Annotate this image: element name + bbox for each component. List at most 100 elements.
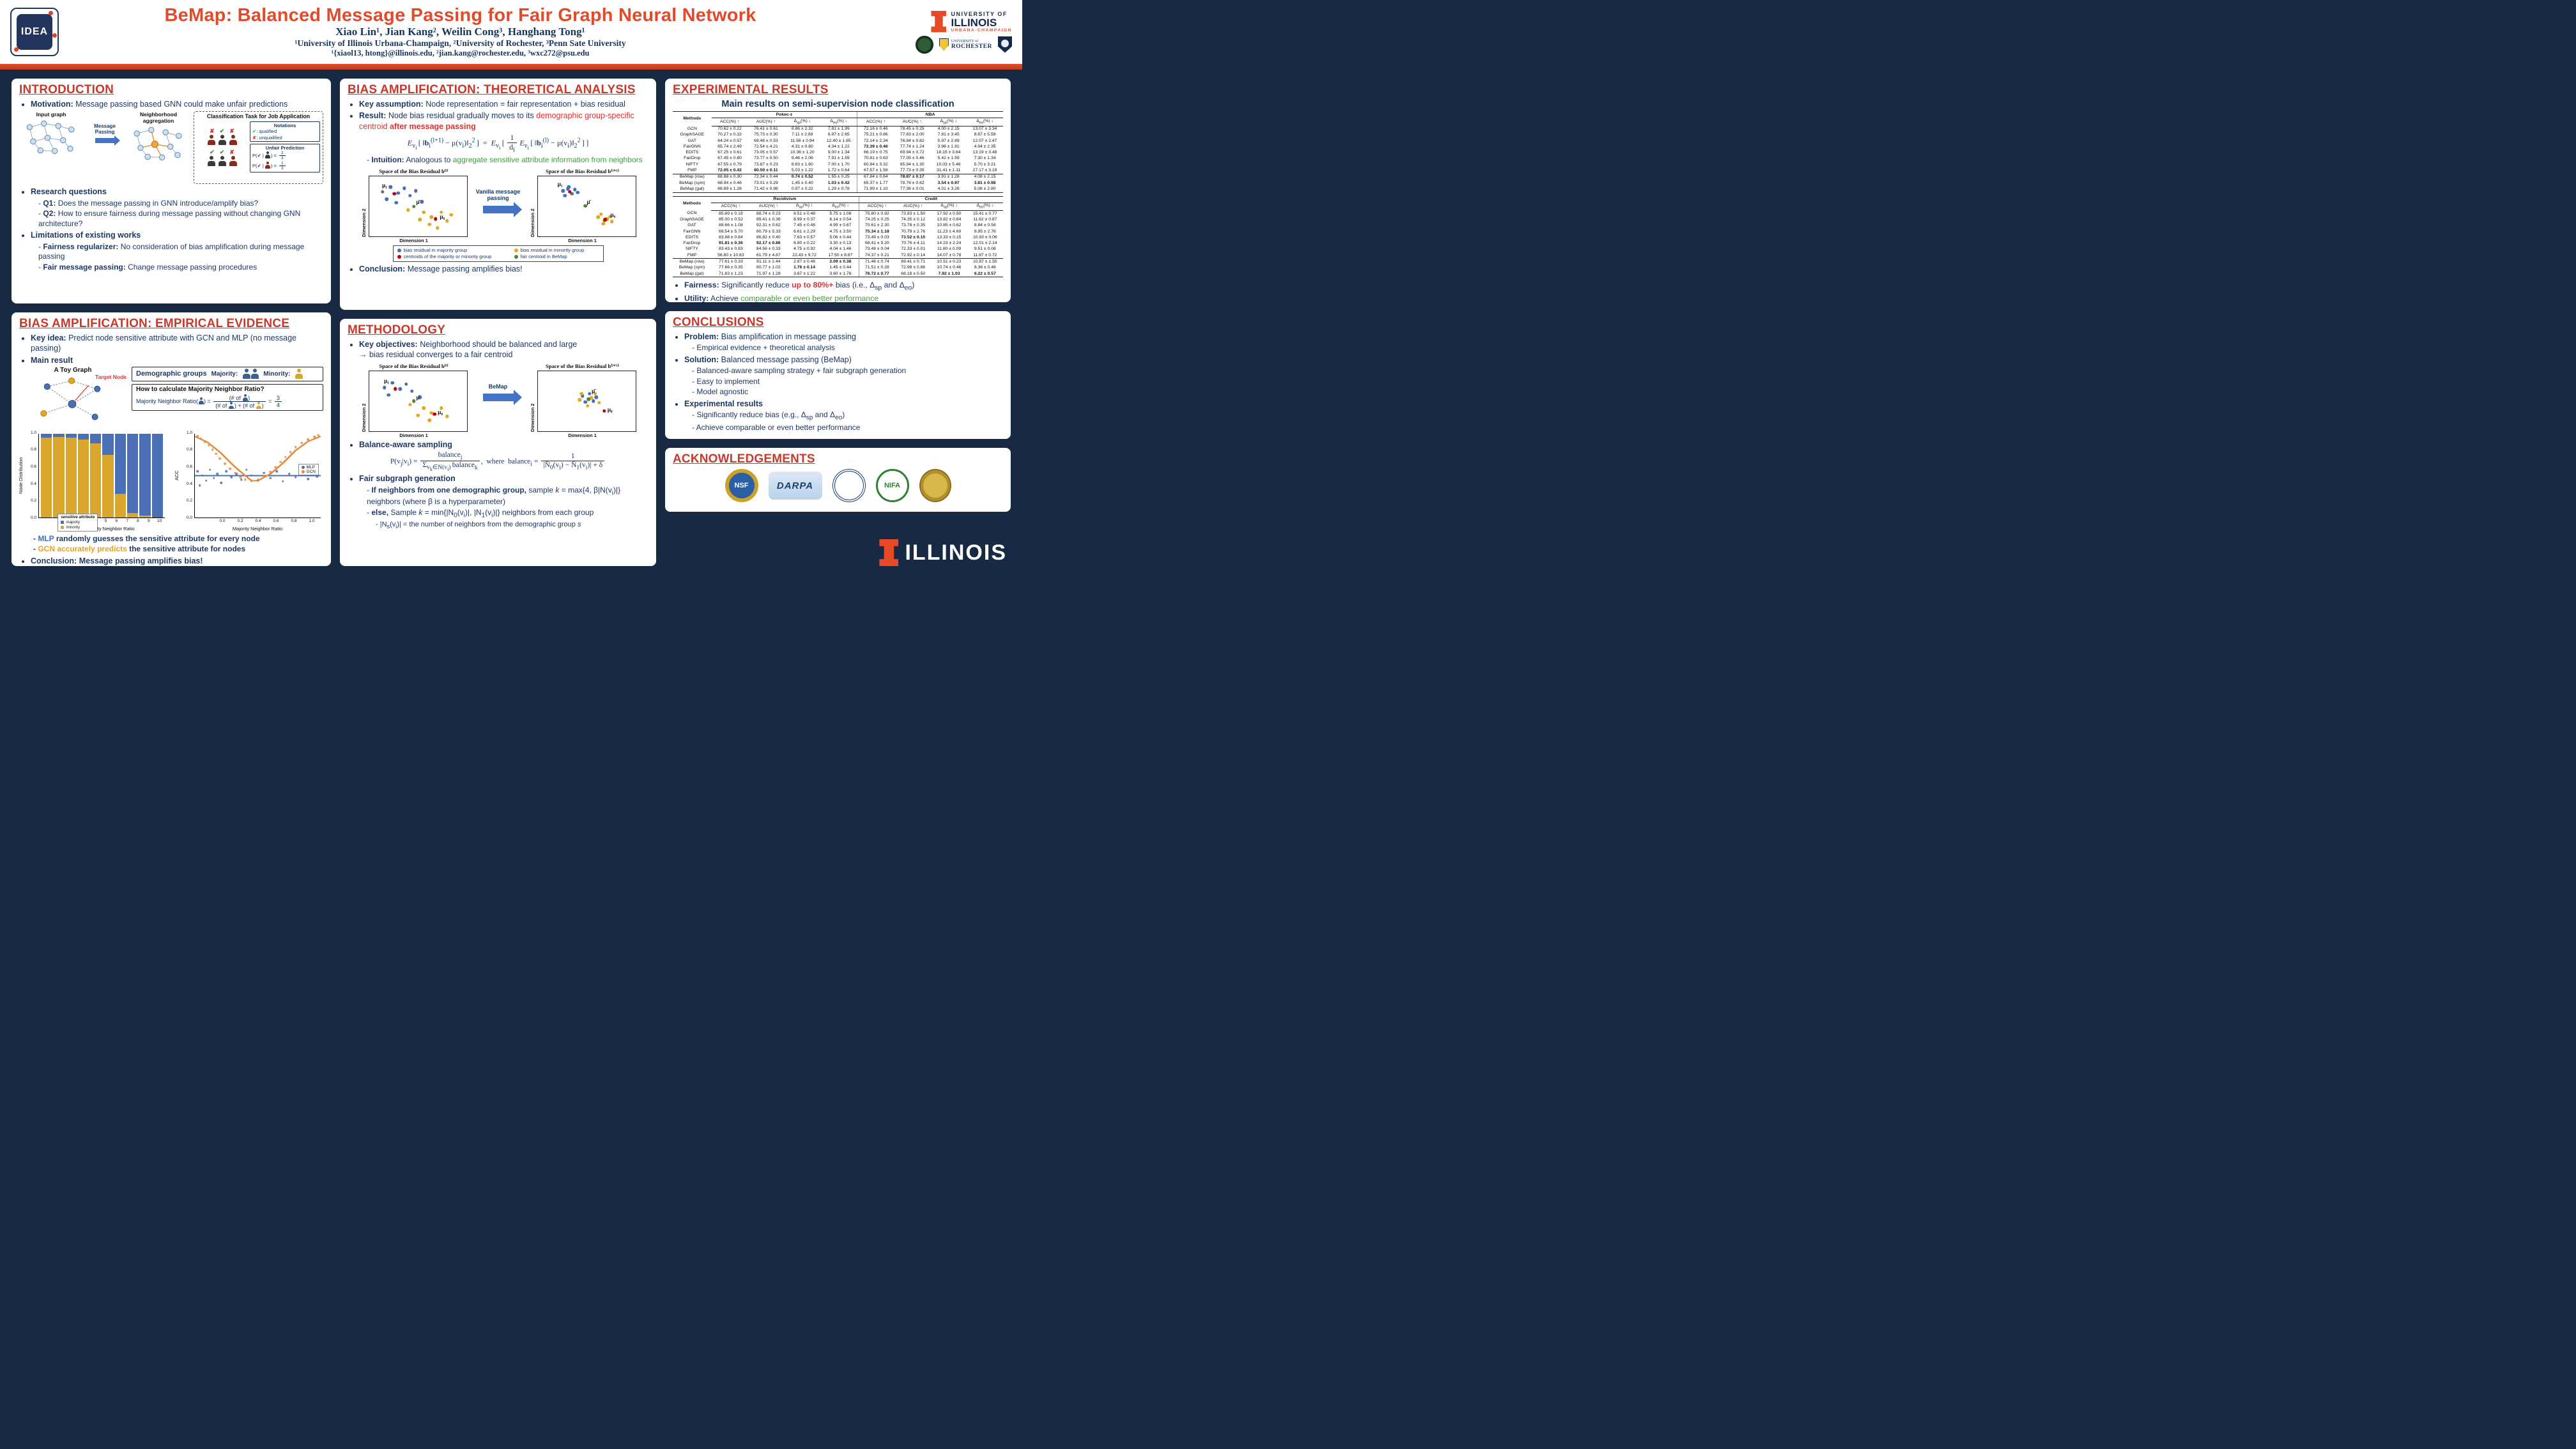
table-cell: 70.79 ± 2.76	[901, 229, 926, 234]
table-cell: 78.45 ± 0.25	[900, 126, 924, 132]
table-cell: BeMap (gat)	[673, 186, 712, 193]
subgraph-note: |Ns(vi)| = the number of neighbors from …	[348, 520, 648, 531]
scatter-dot	[402, 187, 406, 190]
tick-label: 1.0	[30, 430, 36, 435]
legend-text: fair centroid in BeMap	[520, 253, 567, 259]
column-2: BIAS AMPLIFICATION: THEORETICAL ANALYSIS…	[340, 79, 656, 566]
table-cell: 11.56 ± 0.94	[790, 138, 815, 143]
table-cell: 74.37 ± 0.21	[858, 252, 896, 259]
prediction-marks: ✔ ✔ ✘	[207, 149, 237, 156]
table-cell: GCN	[687, 126, 697, 131]
bar-chart-ylabel: Node Distribution	[18, 456, 24, 494]
poster-header: IDEA BeMap: Balanced Message Passing for…	[0, 0, 1022, 64]
majority-series-label: majority	[66, 519, 80, 525]
data-point	[225, 470, 228, 473]
scatter-dot	[406, 208, 410, 212]
table-cell: 3.96 ± 1.81	[937, 144, 960, 149]
data-point	[316, 475, 318, 478]
table-cell: FMP	[687, 252, 697, 257]
data-point	[220, 482, 223, 484]
bar-segment-majority	[114, 433, 126, 494]
table-cell: 14.07 ± 0.78	[937, 252, 962, 257]
scatter-dot	[585, 404, 590, 408]
table-cell: 22.43 ± 9.72	[792, 252, 816, 257]
table-cell: FMP	[687, 168, 697, 173]
table-cell: 67.55 ± 0.79	[717, 162, 742, 167]
table-cell: 80.77 ± 1.02	[756, 265, 781, 270]
table-cell: NBA	[857, 111, 1003, 119]
legend-gcn: GCN	[301, 470, 316, 474]
gcn-finding-line: GCN accurately predicts the sensitive at…	[19, 544, 323, 555]
tick-label: 0.2	[30, 498, 36, 503]
scatter-dot	[412, 399, 416, 403]
q1-label: Q1:	[43, 198, 56, 208]
table-cell: 66.19 ± 0.75	[857, 150, 894, 156]
table-cell: 77.66 ± 0.35	[718, 265, 743, 270]
plot-after-xlabel: Dimension 1	[568, 238, 597, 244]
data-point	[307, 438, 310, 441]
table-cell: 3.60 ± 1.78	[822, 271, 859, 278]
plot-before-title: Space of the Bias Residual b⁽ˡ⁾	[379, 168, 448, 175]
table-cell: 70.62 ± 0.22	[717, 126, 742, 132]
table-cell: 2.09 ± 0.38	[822, 258, 859, 265]
bar-chart-xlabel: Bins of Majority Neighbor Ratio	[68, 525, 135, 532]
scatter-dot	[392, 192, 397, 196]
table-cell: AUC(%) ↑	[895, 203, 931, 211]
theory-plots: Space of the Bias Residual b⁽ˡ⁾ Dimensio…	[348, 168, 648, 243]
scatter-dot	[427, 222, 432, 226]
introduction-heading: INTRODUCTION	[19, 83, 114, 96]
empirical-evidence-card: BIAS AMPLIFICATION: EMPIRICAL EVIDENCE K…	[12, 312, 331, 566]
table-cell: 1.45 ± 0.44	[829, 265, 852, 270]
table-cell: 7.00 ± 1.70	[827, 162, 850, 167]
table-cell: 89.41 ± 0.36	[756, 217, 781, 222]
scatter-dot	[383, 386, 387, 390]
majority-swatch	[61, 521, 65, 525]
table-cell: 5.06 ± 0.44	[829, 234, 852, 240]
table-cell: 77.36 ± 0.01	[894, 186, 931, 193]
table-cell: 74.25 ± 0.25	[858, 217, 896, 223]
table-cell: 0.74 ± 0.52	[784, 173, 821, 181]
message-passing-label: Message Passing	[94, 123, 116, 135]
table-cell: 7.81 ± 3.45	[937, 132, 960, 137]
scatter-dot	[416, 413, 420, 417]
utility-highlight: comparable or even better performance	[740, 294, 879, 302]
utility-text: Achieve	[710, 294, 739, 302]
bar	[77, 433, 89, 518]
illinois-wordmark: ILLINOIS	[665, 539, 1011, 566]
data-point	[288, 472, 291, 475]
funding-logos: NSF DARPA NIFA	[673, 469, 1003, 502]
case-1-text: sample k = max{4, β|N(vi)|} neighbors (w…	[367, 485, 621, 507]
tick-label: 0.4	[255, 518, 261, 523]
notations-title: Notations	[273, 123, 296, 129]
centroid-label: μ₁	[382, 182, 387, 189]
bar-segment-majority	[127, 433, 139, 514]
mlp-series-label: MLP	[306, 464, 315, 470]
scatter-dot	[387, 393, 390, 397]
table-cell: 2.87 ± 0.46	[786, 258, 823, 265]
trend-lines	[195, 435, 321, 482]
person-row	[207, 156, 237, 167]
bar	[90, 433, 102, 518]
data-point	[211, 448, 214, 451]
table-cell: 10.03 ± 5.46	[936, 162, 961, 167]
poster-title: BeMap: Balanced Message Passing for Fair…	[164, 4, 756, 26]
scatter-dot	[587, 392, 592, 395]
rochester-logo: UNIVERSITY of ROCHESTER	[939, 38, 992, 50]
objectives-text: Neighborhood should be balanced and larg…	[420, 340, 578, 349]
tick-label: 10	[157, 518, 162, 523]
table-cell: 67.25 ± 0.61	[717, 150, 742, 155]
table-cell: 70.61 ± 2.30	[858, 222, 896, 229]
scatter-dot	[404, 382, 408, 386]
scatter-dot	[394, 387, 397, 391]
table-cell: EDITS	[686, 234, 699, 240]
plot-before-xlabel: Dimension 1	[399, 238, 428, 244]
table-cell: 86.82 ± 0.40	[756, 234, 781, 240]
plot-before-ylabel: Dimension 2	[360, 208, 367, 238]
limitations-bullet: Limitations of existing works	[31, 230, 323, 240]
table-cell: 5.75 ± 1.08	[829, 211, 852, 216]
data-point	[250, 474, 253, 477]
